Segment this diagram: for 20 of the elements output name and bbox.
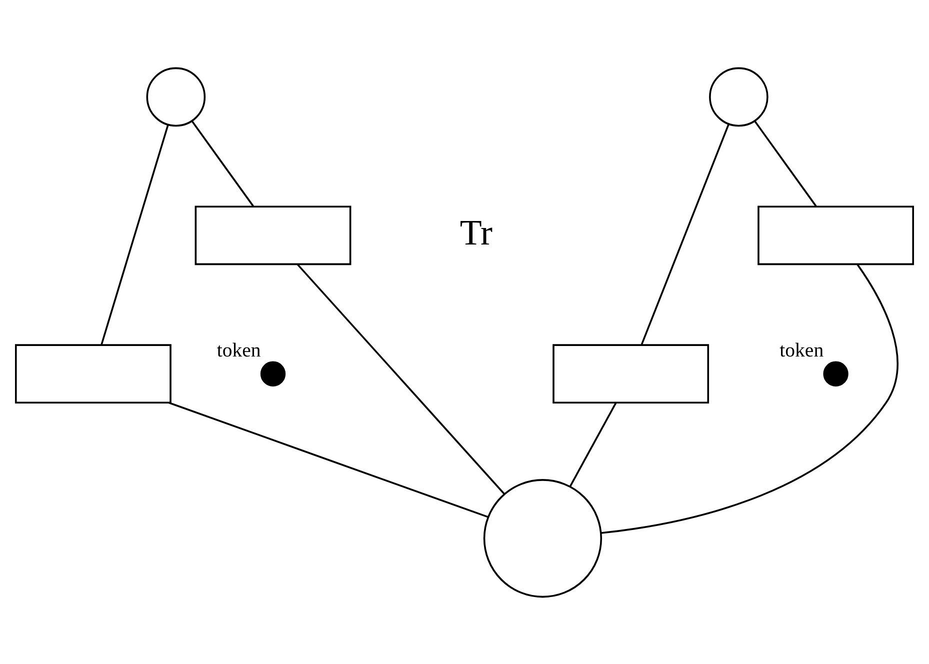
node-label: token: [780, 338, 824, 361]
connector: [640, 123, 730, 344]
node-box: [758, 205, 914, 265]
node-dot: [823, 360, 848, 386]
node-box: [552, 344, 710, 404]
connector: [100, 124, 169, 344]
node-circle: [709, 66, 768, 126]
connector: [168, 401, 488, 518]
node-circle: [146, 66, 206, 126]
connector: [754, 120, 817, 206]
connector: [191, 120, 254, 206]
node-box: [15, 344, 172, 404]
node-dot: [260, 360, 286, 386]
node-box: [194, 205, 352, 265]
node-circle: [483, 478, 602, 598]
node-label: token: [216, 338, 261, 361]
connector: [600, 264, 898, 534]
connector: [296, 263, 506, 494]
connector: [569, 402, 617, 486]
label: Tr: [460, 212, 493, 252]
